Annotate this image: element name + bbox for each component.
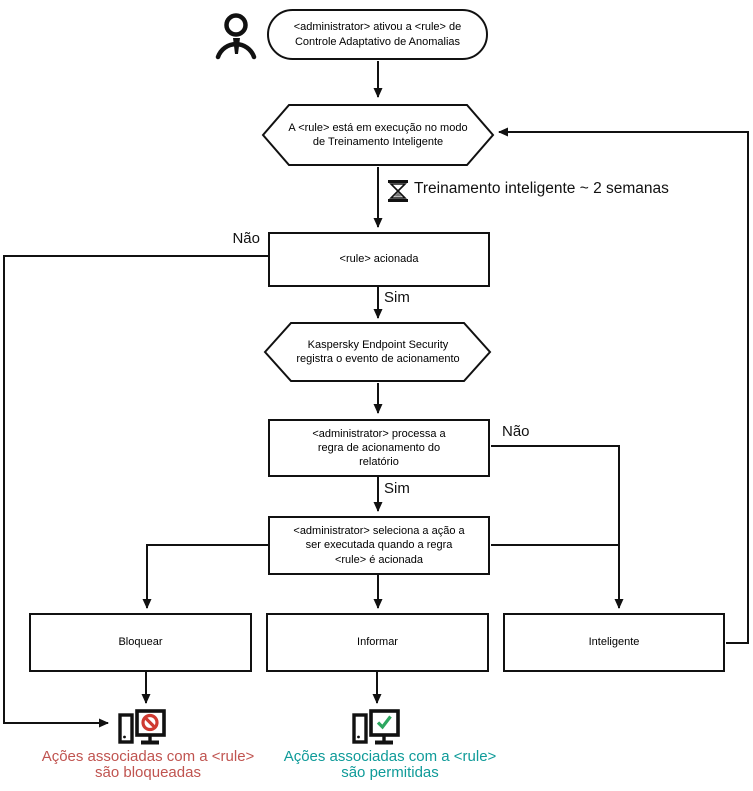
edge-label-sim-top: Sim bbox=[384, 289, 410, 306]
edge-triggered-nao-to-blocked-pc bbox=[3, 255, 268, 728]
edge-label-nao-right: Não bbox=[502, 423, 530, 440]
computer-blocked-icon bbox=[118, 709, 166, 745]
edge-label-nao-left: Não bbox=[232, 230, 260, 247]
node-processes-rule: <administrator> processa a regra de acio… bbox=[268, 419, 490, 477]
edge-smart-feedback-to-training bbox=[498, 127, 749, 644]
outcome-allowed-text: Ações associadas com a <rule> são permit… bbox=[268, 749, 512, 781]
outcome-blocked-line2: são bloqueadas bbox=[95, 764, 201, 781]
outcome-blocked-text: Ações associadas com a <rule> são bloque… bbox=[26, 749, 270, 781]
hourglass-icon bbox=[388, 180, 408, 202]
node-action-smart: Inteligente bbox=[503, 613, 725, 672]
edge-label-sim-bottom: Sim bbox=[384, 480, 410, 497]
outcome-blocked-line1: Ações associadas com a <rule> bbox=[41, 748, 255, 765]
hexagon-training-mode bbox=[261, 104, 495, 166]
node-rule-triggered: <rule> acionada bbox=[268, 232, 490, 287]
training-duration-annotation: Treinamento inteligente ~ 2 semanas bbox=[414, 180, 669, 197]
node-action-inform: Informar bbox=[266, 613, 489, 672]
node-start: <administrator> ativou a <rule> de Contr… bbox=[267, 9, 488, 60]
outcome-allowed-line1: Ações associadas com a <rule> bbox=[283, 748, 497, 765]
computer-allowed-icon bbox=[352, 709, 400, 745]
hexagon-registers-event bbox=[263, 322, 492, 382]
edge-selects-to-block bbox=[142, 544, 268, 609]
node-training-mode: A <rule> está em execução no modo de Tre… bbox=[288, 121, 468, 148]
outcome-allowed-line2: são permitidas bbox=[341, 764, 439, 781]
node-selects-action: <administrator> seleciona a ação a ser e… bbox=[268, 516, 490, 575]
connector-lines bbox=[3, 61, 749, 728]
node-registers-event: Kaspersky Endpoint Security registra o e… bbox=[296, 338, 460, 365]
node-action-block: Bloquear bbox=[29, 613, 252, 672]
person-icon bbox=[215, 13, 257, 60]
edge-processes-nao-to-smart bbox=[491, 445, 624, 609]
